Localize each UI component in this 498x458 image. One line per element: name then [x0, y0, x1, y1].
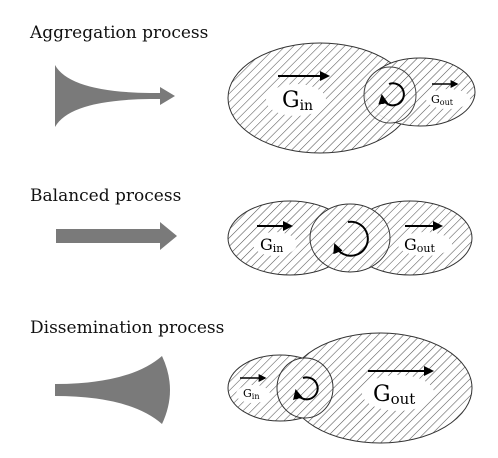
dissemination-gout-label-bg: [362, 375, 434, 411]
aggregation-gout-label-bg: [426, 89, 470, 109]
dissemination-flare-shape: [55, 356, 170, 424]
balanced-gout-label: Gout: [404, 235, 435, 255]
balanced-cycle-icon: [333, 220, 369, 257]
balanced-arrow-shape: [56, 222, 177, 250]
balanced-gout-label-bg: [398, 232, 452, 256]
balanced-gin-label-bg: [253, 232, 297, 256]
aggregation-title: Aggregation process: [30, 23, 209, 43]
aggregation-gin-label-bg: [266, 84, 326, 116]
dissemination-overlap-region: [276, 357, 334, 419]
balanced-gin-label: Gin: [260, 235, 283, 255]
balanced-overlap-region: [309, 203, 391, 273]
aggregation-cycle-icon: [378, 82, 405, 107]
aggregation-overlap-region: [363, 66, 417, 124]
dissemination-gout-label: Gout: [373, 382, 415, 408]
dissemination-cycle-icon: [293, 376, 319, 401]
dissemination-gin-label-bg: [236, 385, 270, 403]
aggregation-gin-label: Gin: [282, 88, 313, 114]
aggregation-gout-label: Gout: [431, 93, 454, 107]
aggregation-funnel-shape: [55, 65, 175, 127]
dissemination-title: Dissemination process: [30, 318, 225, 338]
balanced-title: Balanced process: [30, 186, 182, 206]
dissemination-gin-label: Gin: [243, 387, 260, 401]
